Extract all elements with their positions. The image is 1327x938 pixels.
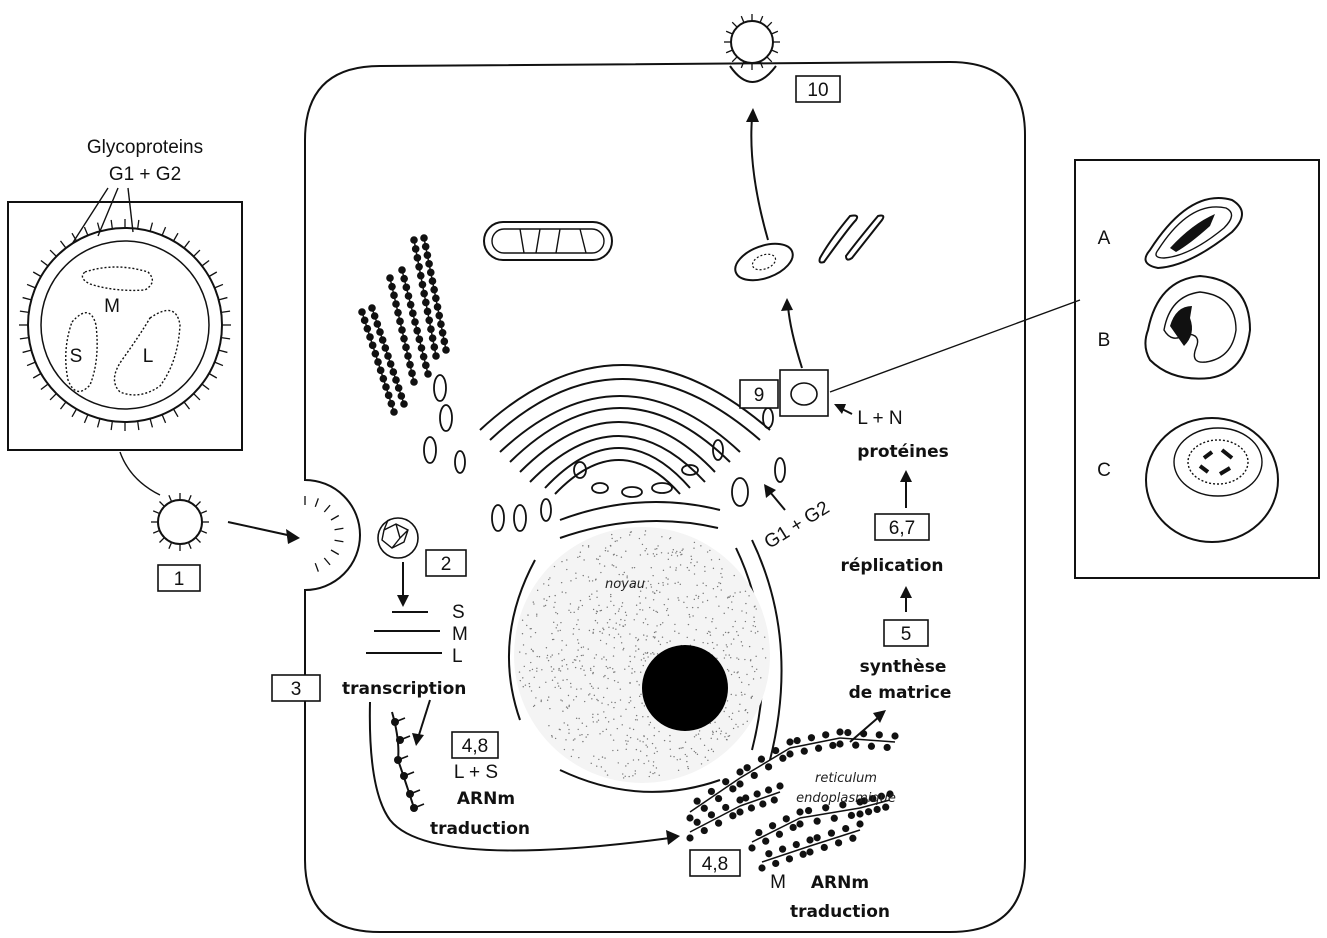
step-5-label: 5 bbox=[901, 624, 912, 645]
step-10-label: 10 bbox=[807, 80, 828, 101]
path-to-er-arrowhead bbox=[666, 830, 680, 845]
step-9-label: 9 bbox=[754, 385, 765, 406]
transcription-arrow bbox=[418, 700, 430, 738]
g1-g2-label: G1 + G2 bbox=[761, 497, 833, 553]
virion-panel bbox=[8, 202, 242, 450]
stage-b-vesicle bbox=[1145, 276, 1250, 379]
mitochondrion bbox=[484, 222, 612, 260]
traduction-label-1: traduction bbox=[430, 819, 530, 839]
arnm-label-2: ARNm bbox=[811, 873, 869, 893]
step-67-label: 6,7 bbox=[889, 518, 915, 539]
step-3-label: 3 bbox=[291, 679, 302, 700]
nucleolus bbox=[642, 645, 728, 731]
stage-c-vesicle bbox=[1146, 418, 1278, 542]
golgi-apparatus bbox=[480, 365, 770, 494]
step-4a-label: 4,8 bbox=[462, 736, 488, 757]
arrow-9-to-vesicle bbox=[788, 306, 802, 368]
step-2-label: 2 bbox=[441, 554, 452, 575]
free-virion bbox=[151, 493, 209, 551]
arnm-label-1: ARNm bbox=[457, 789, 515, 809]
segment-m-label: M bbox=[104, 296, 120, 317]
reticulum-label: reticulum bbox=[815, 771, 877, 786]
rna-label-s: S bbox=[452, 602, 465, 623]
virion-particle bbox=[19, 219, 231, 431]
step-1-label: 1 bbox=[174, 569, 185, 590]
arrowhead-exit bbox=[746, 108, 759, 122]
segment-s-label: S bbox=[70, 346, 83, 367]
step-4b-label: 4,8 bbox=[702, 854, 728, 875]
stage-c-label: C bbox=[1097, 460, 1111, 481]
cell-membrane bbox=[305, 62, 1025, 932]
segment-m-shape bbox=[82, 267, 152, 290]
l-plus-s-label: L + S bbox=[454, 762, 498, 783]
arrow-to-exit bbox=[751, 118, 768, 240]
entry-arrowhead bbox=[286, 529, 300, 544]
transcription-arrowhead bbox=[412, 733, 424, 746]
maturation-panel bbox=[1075, 160, 1319, 578]
arrowhead-67 bbox=[900, 470, 912, 482]
noyau-label: noyau bbox=[605, 577, 645, 592]
proteines-label: protéines bbox=[857, 442, 948, 462]
vesicle-core bbox=[750, 251, 777, 272]
matrix-arrow bbox=[850, 716, 880, 742]
rna-label-m: M bbox=[452, 624, 468, 645]
release-pit bbox=[730, 66, 776, 82]
traduction-label-2: traduction bbox=[790, 902, 890, 922]
transport-vesicle bbox=[730, 237, 797, 288]
g1g2-arrow bbox=[770, 492, 785, 510]
uncoating-particle bbox=[378, 518, 418, 558]
arrowhead-5 bbox=[900, 586, 912, 598]
rna-label-l: L bbox=[452, 646, 463, 667]
arrowhead-9 bbox=[781, 298, 793, 311]
glycoproteins-subtitle: G1 + G2 bbox=[109, 164, 181, 185]
replication-label: réplication bbox=[840, 556, 943, 576]
stage-a-label: A bbox=[1098, 228, 1111, 249]
golgi-fragment-2 bbox=[846, 216, 883, 260]
inset-connector-line bbox=[830, 300, 1080, 392]
uncoating-arrowhead bbox=[397, 595, 409, 607]
segment-l-label: L bbox=[143, 346, 154, 367]
de-matrice-label: de matrice bbox=[849, 683, 952, 703]
m-label: M bbox=[770, 872, 786, 893]
stage-b-label: B bbox=[1098, 330, 1111, 351]
connector-panel-to-virion bbox=[120, 452, 160, 495]
polysome-chains-upper bbox=[358, 234, 450, 416]
entry-pit-spikes bbox=[305, 496, 343, 572]
stage-a-vesicle bbox=[1146, 198, 1243, 268]
l-plus-n-label: L + N bbox=[857, 408, 902, 429]
glycoprotein-pointers bbox=[72, 188, 133, 244]
entry-arrow bbox=[228, 522, 292, 536]
released-virion bbox=[724, 14, 780, 70]
transcription-label: transcription bbox=[342, 679, 466, 699]
synthese-label: synthèse bbox=[860, 657, 947, 677]
budding-inset-box bbox=[780, 370, 828, 416]
glycoproteins-title: Glycoproteins bbox=[87, 137, 203, 158]
golgi-fragment-1 bbox=[820, 216, 858, 263]
endoplasmique-label: endoplasmique bbox=[796, 791, 896, 806]
